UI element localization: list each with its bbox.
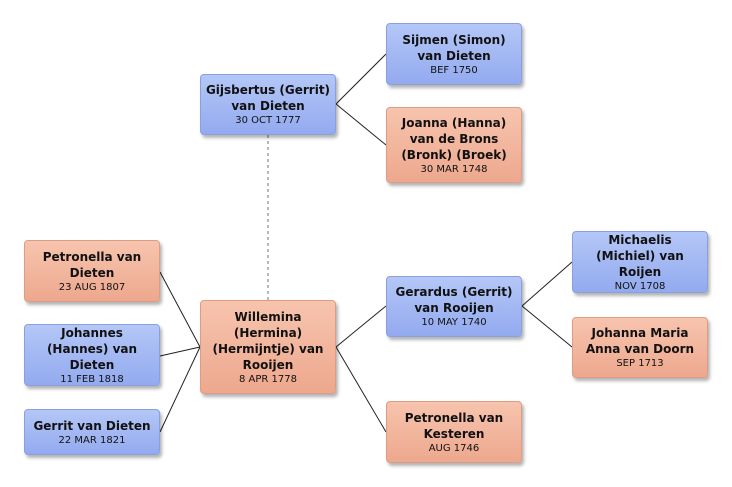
connector-child-johannes [159, 346, 201, 357]
person-node-petronella-kesteren[interactable]: Petronella van Kesteren AUG 1746 [386, 401, 522, 463]
person-node-petronella-dieten[interactable]: Petronella van Dieten 23 AUG 1807 [24, 240, 160, 302]
person-name: Sijmen (Simon) van Dieten [402, 32, 506, 63]
person-name: Johannes (Hannes) van Dieten [46, 325, 138, 372]
person-node-michaelis[interactable]: Michaelis (Michiel) van Roijen NOV 1708 [572, 231, 708, 293]
person-name: Petronella van Kesteren [404, 410, 504, 441]
person-date: 30 OCT 1777 [235, 115, 301, 126]
person-node-joanna[interactable]: Joanna (Hanna) van de Brons (Bronk) (Bro… [386, 107, 522, 183]
person-name: Willemina (Hermina) (Hermijntje) van Roo… [212, 309, 324, 372]
person-node-gijsbertus[interactable]: Gijsbertus (Gerrit) van Dieten 30 OCT 17… [200, 74, 336, 135]
person-date: 23 AUG 1807 [58, 281, 126, 293]
connector-willemina-gerardus [335, 305, 387, 348]
connector-gijsbertus-sijmen [335, 53, 387, 105]
person-node-sijmen[interactable]: Sijmen (Simon) van Dieten BEF 1750 [386, 23, 522, 85]
connector-child-petronella [159, 271, 201, 348]
connector-gerardus-johanna [521, 305, 573, 348]
person-date: BEF 1750 [430, 64, 478, 76]
connector-willemina-petronella-kesteren [335, 346, 387, 433]
person-date: 10 MAY 1740 [421, 317, 487, 328]
person-name: Michaelis (Michiel) van Roijen [596, 232, 684, 279]
person-name: Petronella van Dieten [42, 249, 142, 280]
person-date: 11 FEB 1818 [60, 373, 124, 385]
person-name: Gerrit van Dieten [33, 418, 151, 433]
connector-gerardus-michaelis [521, 261, 573, 307]
person-date: AUG 1746 [428, 442, 480, 454]
person-node-gerardus[interactable]: Gerardus (Gerrit) van Rooijen 10 MAY 174… [386, 276, 522, 337]
person-date: 22 MAR 1821 [58, 434, 126, 446]
person-date: 30 MAR 1748 [420, 163, 488, 175]
connector-child-gerrit [159, 346, 201, 433]
person-date: 8 APR 1778 [239, 373, 297, 385]
person-date: SEP 1713 [616, 358, 664, 369]
connector-gijsbertus-joanna [335, 103, 387, 146]
person-node-willemina[interactable]: Willemina (Hermina) (Hermijntje) van Roo… [200, 300, 336, 394]
person-name: Gerardus (Gerrit) van Rooijen [395, 285, 513, 315]
person-name: Joanna (Hanna) van de Brons (Bronk) (Bro… [401, 115, 507, 162]
person-name: Johanna Maria Anna van Doorn [585, 326, 695, 356]
person-date: NOV 1708 [614, 280, 666, 292]
person-name: Gijsbertus (Gerrit) van Dieten [205, 83, 331, 113]
person-node-gerrit-dieten[interactable]: Gerrit van Dieten 22 MAR 1821 [24, 409, 160, 455]
person-node-johannes[interactable]: Johannes (Hannes) van Dieten 11 FEB 1818 [24, 324, 160, 386]
person-node-johanna-maria[interactable]: Johanna Maria Anna van Doorn SEP 1713 [572, 317, 708, 378]
